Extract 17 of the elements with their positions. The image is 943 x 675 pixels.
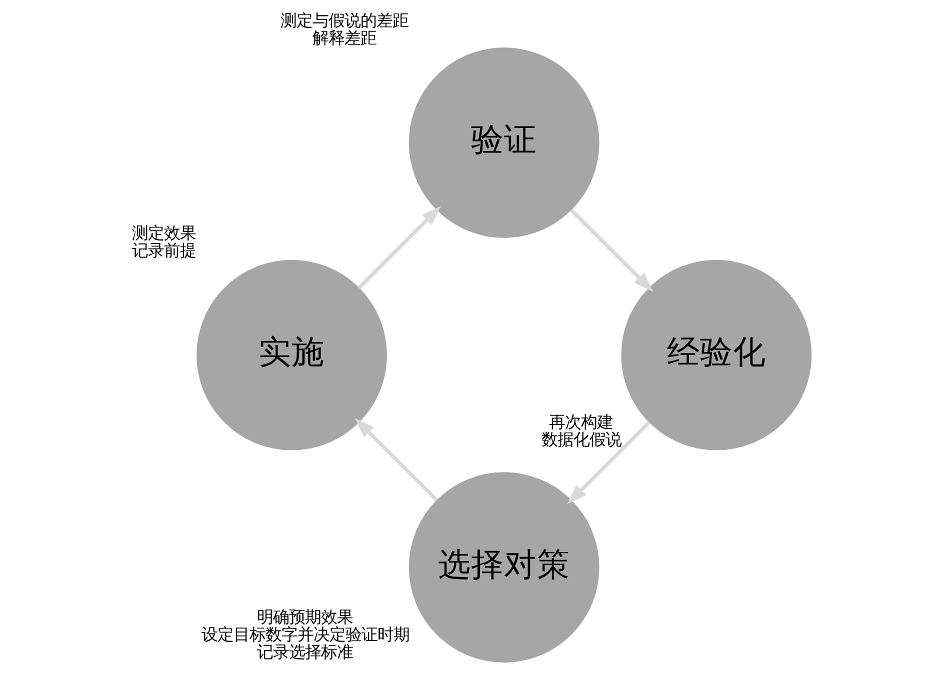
node-label: 记录选择标准 — [257, 642, 354, 662]
node-label: 记录前提 — [132, 240, 196, 260]
arrow — [570, 208, 654, 292]
node-label: 再次构建 — [549, 412, 614, 432]
node-label: 解释差距 — [312, 28, 376, 48]
arrow — [354, 418, 438, 502]
node-circle: 经验化 — [621, 260, 812, 450]
arrow — [567, 420, 651, 504]
arrow — [358, 206, 441, 290]
node-label: 设定目标数字并决定验证时期 — [202, 624, 410, 644]
node-circle: 验证 — [408, 48, 600, 238]
node-circle: 实施 — [196, 260, 387, 450]
node-circle: 选择对策 — [408, 472, 600, 663]
node-label: 测定效果 — [132, 223, 196, 242]
node-label: 数据化假说 — [542, 430, 622, 450]
node-label: 明确预期效果 — [257, 607, 354, 626]
node-label: 测定与假说的差距 — [280, 11, 408, 30]
